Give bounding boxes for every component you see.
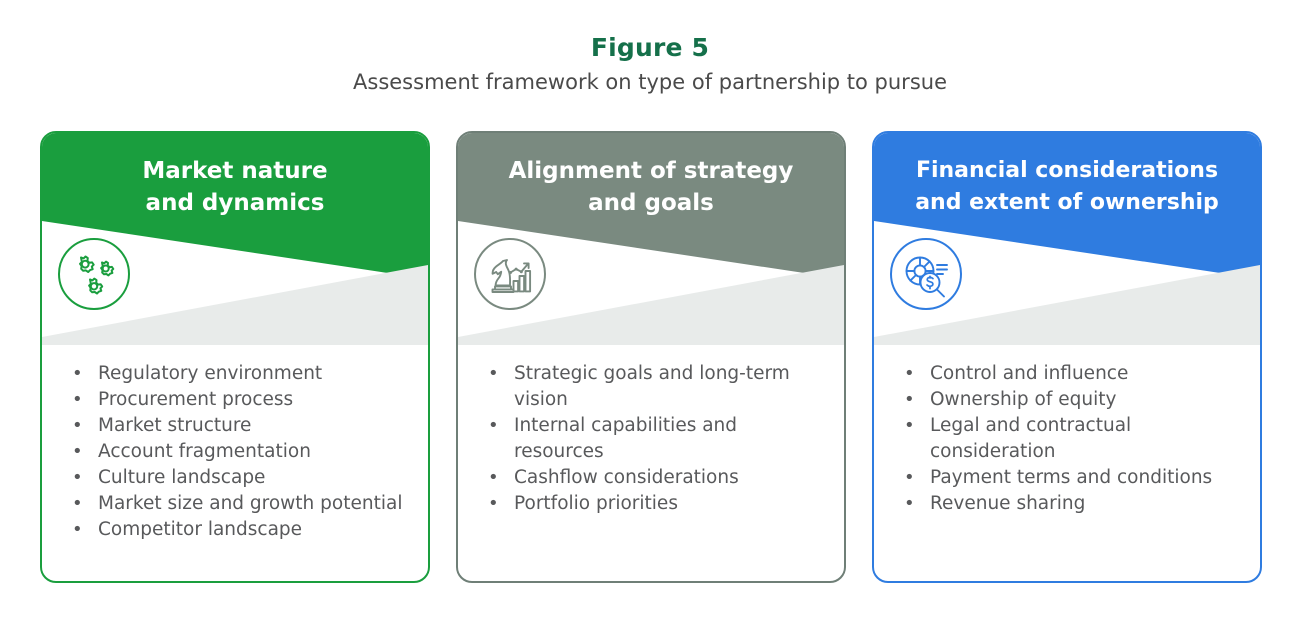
bullet-text: Regulatory environment [98, 363, 323, 384]
list-item: • Account fragmentation [56, 439, 418, 465]
figure-title: Figure 5 [590, 33, 710, 62]
list-item: • Market structure [56, 413, 418, 439]
bullet-text: Market structure [98, 415, 252, 436]
bullet-text: Portfolio priorities [514, 493, 678, 514]
bullet-text: Procurement process [98, 389, 294, 410]
card-bullet-list: • Strategic goals and long-term vision • I… [472, 361, 834, 517]
bullet-marker: • [488, 467, 499, 488]
list-item: • Ownership of equity [888, 387, 1250, 413]
bullet-marker: • [904, 493, 915, 514]
bullet-text: Legal and contractual consideration [930, 415, 1132, 462]
list-item: • Regulatory environment [56, 361, 418, 387]
bullet-text: Payment terms and conditions [930, 467, 1213, 488]
list-item: • Strategic goals and long-term vision [472, 361, 834, 413]
bullet-text: Strategic goals and long-term vision [514, 363, 790, 410]
list-item: • Competitor landscape [56, 517, 418, 543]
bullet-text: Competitor landscape [98, 519, 303, 540]
card-bullet-list: • Regulatory environment • Procurement pro… [56, 361, 418, 543]
bullet-text: Account fragmentation [98, 441, 311, 462]
figure-subtitle: Assessment framework on type of partners… [353, 70, 947, 94]
list-item: • Culture landscape [56, 465, 418, 491]
bullet-text: Ownership of equity [930, 389, 1117, 410]
bullet-marker: • [904, 467, 915, 488]
bullet-marker: • [904, 363, 915, 384]
bullet-marker: • [72, 415, 83, 436]
list-item: • Payment terms and conditions [888, 465, 1250, 491]
bullet-marker: • [72, 493, 83, 514]
list-item: • Portfolio priorities [472, 491, 834, 517]
list-item: • Revenue sharing [888, 491, 1250, 517]
bullet-text: Market size and growth potential [98, 493, 403, 514]
card-header-shape [42, 133, 428, 345]
bullet-marker: • [72, 441, 83, 462]
pie-chart-magnifier-dollar-icon [890, 238, 962, 310]
card-header-shape [458, 133, 844, 345]
list-item: • Internal capabilities and resources [472, 413, 834, 465]
card-bullet-list: • Control and influence • Ownership of equ… [888, 361, 1250, 517]
bullet-text: Culture landscape [98, 467, 266, 488]
bullet-text: Cashflow considerations [514, 467, 739, 488]
bullet-marker: • [488, 415, 499, 436]
gears-icon [58, 238, 130, 310]
bullet-marker: • [904, 389, 915, 410]
list-item: • Control and influence [888, 361, 1250, 387]
list-item: • Market size and growth potential [56, 491, 418, 517]
bullet-marker: • [904, 415, 915, 436]
list-item: • Cashflow considerations [472, 465, 834, 491]
bullet-text: Revenue sharing [930, 493, 1086, 514]
bullet-marker: • [488, 493, 499, 514]
bullet-marker: • [72, 363, 83, 384]
card-header-shape [874, 133, 1260, 345]
chess-knight-bar-chart-icon [474, 238, 546, 310]
list-item: • Procurement process [56, 387, 418, 413]
bullet-marker: • [72, 467, 83, 488]
bullet-text: Internal capabilities and resources [514, 415, 738, 462]
bullet-marker: • [72, 519, 83, 540]
bullet-marker: • [72, 389, 83, 410]
list-item: • Legal and contractual consideration [888, 413, 1250, 465]
card-financial-considerations[interactable]: Financial considerations and extent of o… [872, 131, 1262, 583]
bullet-text: Control and influence [930, 363, 1129, 384]
bullet-marker: • [488, 363, 499, 384]
card-market-nature[interactable]: Market nature and dynamics •Regulatory e… [40, 131, 430, 583]
framework-card-row: Market nature and dynamics •Regulatory e… [40, 131, 1262, 583]
card-alignment-strategy[interactable]: Alignment of strategy and goals [456, 131, 846, 583]
figure-heading: Figure 5 Assessment framework on type of… [0, 0, 1300, 96]
